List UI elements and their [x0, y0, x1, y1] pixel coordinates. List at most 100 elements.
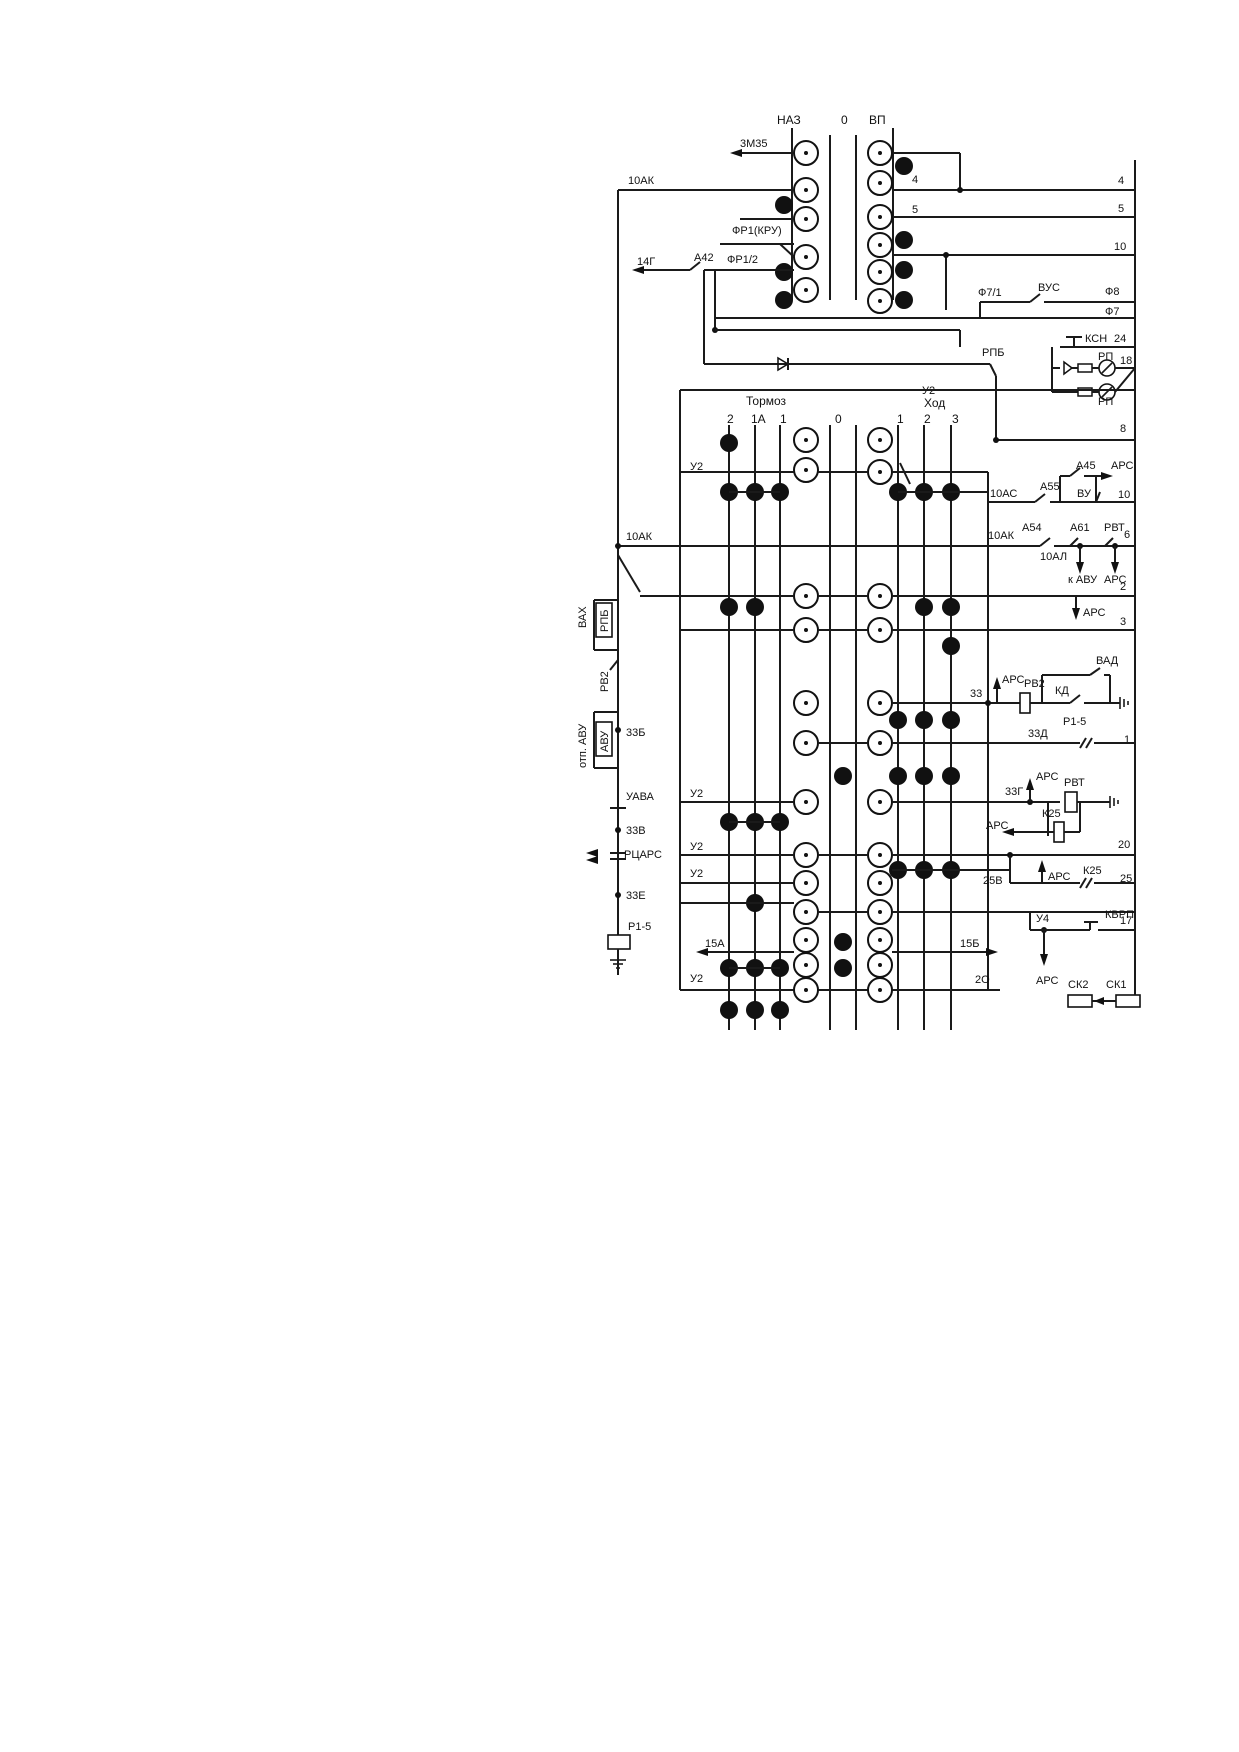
tormoz-position-1a: 1А [751, 412, 766, 426]
right-wire-3: 3 [1120, 616, 1126, 628]
label-k-avu: к АВУ [1068, 574, 1098, 586]
right-wire-10b: 10 [1118, 489, 1130, 501]
label-kvrp: КВРП [1105, 909, 1134, 921]
right-wire-2: 2 [1120, 581, 1126, 593]
upper-ring-contacts [793, 140, 893, 314]
khod-position-1: 1 [897, 412, 904, 426]
label-f8: Ф8 [1105, 286, 1119, 298]
label-33b: 33Б [626, 727, 645, 739]
label-rv2-left: РВ2 [599, 671, 611, 692]
label-sk2: СК2 [1068, 979, 1088, 991]
label-10ak-top: 10АК [628, 175, 655, 187]
right-wire-24: 24 [1114, 333, 1126, 345]
label-k25b: К25 [1083, 865, 1102, 877]
label-ars-u4: АРС [1036, 975, 1059, 987]
label-rpb-left: РПБ [599, 610, 611, 632]
label-a54: А54 [1022, 522, 1042, 534]
label-a55: А55 [1040, 481, 1060, 493]
label-15a: 15А [705, 938, 725, 950]
label-20: 2О [975, 974, 990, 986]
label-ars-a45: АРС [1111, 460, 1134, 472]
label-r1-5-mid: Р1-5 [1063, 716, 1086, 728]
label-14g: 14Г [637, 256, 655, 268]
label-33e: 33Е [626, 890, 646, 902]
inner-number-4: 4 [912, 174, 918, 186]
label-ars-6: АРС [1104, 574, 1127, 586]
header-zero-top: 0 [841, 113, 848, 127]
label-vu: ВУ [1077, 488, 1092, 500]
header-naz: НАЗ [777, 113, 801, 127]
right-bus: 4 5 10 24 18 8 10 6 2 3 1 20 25 17 [1114, 160, 1136, 985]
main-ring-contacts [793, 427, 893, 1003]
main-controller: Тормоз Ход У2 2 1А 1 0 1 2 3 [615, 385, 1135, 1030]
label-otp-avu: отп. АВУ [577, 723, 589, 768]
label-15b: 15Б [960, 938, 979, 950]
label-10al: 10АЛ [1040, 551, 1067, 563]
label-u4: У4 [1036, 913, 1049, 925]
label-u2-b: У2 [690, 841, 703, 853]
label-k25: К25 [1042, 808, 1061, 820]
label-ars-rvt: АРС [1036, 771, 1059, 783]
label-fr1-kru: ФР1(КРУ) [732, 225, 782, 237]
label-u2-a: У2 [690, 788, 703, 800]
header-tormoz: Тормоз [746, 394, 787, 408]
label-u2-c: У2 [690, 868, 703, 880]
label-rtsars: РЦАРС [624, 849, 662, 861]
label-kd: КД [1055, 685, 1069, 697]
upper-filled-contacts [775, 157, 913, 309]
khod-position-2: 2 [924, 412, 931, 426]
label-33v: 33В [626, 825, 646, 837]
label-vad: ВАД [1096, 655, 1119, 667]
label-vus: ВУС [1038, 282, 1060, 294]
label-a61: А61 [1070, 522, 1090, 534]
label-ars-33: АРС [1002, 674, 1025, 686]
label-fr1-2: ФР1/2 [727, 254, 758, 266]
label-u2-row2: У2 [690, 461, 703, 473]
header-vp: ВП [869, 113, 886, 127]
label-u2-d: У2 [690, 973, 703, 985]
label-rp-2: РП [1098, 396, 1113, 408]
label-vakh: ВАХ [577, 606, 589, 628]
label-25v: 25В [983, 875, 1003, 887]
right-wire-18: 18 [1120, 355, 1132, 367]
label-uava: УАВА [626, 791, 655, 803]
label-ksn: КСН [1085, 333, 1107, 345]
label-rvt-top: РВТ [1104, 522, 1125, 534]
label-rpb-top: РПБ [982, 347, 1004, 359]
right-wire-4: 4 [1118, 175, 1124, 187]
label-a42: А42 [694, 252, 714, 264]
label-33d: 33Д [1028, 728, 1048, 740]
right-wire-8: 8 [1120, 423, 1126, 435]
label-rvt: РВТ [1064, 777, 1085, 789]
label-10ak-mid: 10АК [626, 531, 653, 543]
label-f7: Ф7 [1105, 306, 1119, 318]
label-33g: 33Г [1005, 786, 1023, 798]
khod-position-3: 3 [952, 412, 959, 426]
label-10as: 10АС [990, 488, 1017, 500]
label-ars-25: АРС [1048, 871, 1071, 883]
header-khod: Ход [924, 396, 945, 410]
label-ars-2: АРС [1083, 607, 1106, 619]
right-wire-10a: 10 [1114, 241, 1126, 253]
label-33: 33 [970, 688, 982, 700]
label-sk1: СК1 [1106, 979, 1126, 991]
label-zm35: 3М35 [740, 138, 768, 150]
right-wire-1: 1 [1124, 734, 1130, 746]
right-wire-5: 5 [1118, 203, 1124, 215]
right-wire-6: 6 [1124, 529, 1130, 541]
right-wire-20: 20 [1118, 839, 1130, 851]
left-chain: ВАХ РПБ РВ2 отп. АВУ АВУ 33Б УАВА 33В РЦ… [577, 599, 662, 975]
tormoz-position-2: 2 [727, 412, 734, 426]
label-rv2: РВ2 [1024, 678, 1045, 690]
label-10ak-right: 10АК [988, 530, 1015, 542]
label-avu: АВУ [599, 730, 611, 752]
right-wire-17: 17 [1120, 915, 1132, 927]
label-a45: А45 [1076, 460, 1096, 472]
sk-block: СК2 СК1 [1067, 979, 1141, 1008]
main-filled-contacts [720, 434, 960, 1019]
header-zero-mid: 0 [835, 412, 842, 426]
label-f7-1: Ф7/1 [978, 287, 1002, 299]
label-ars-k25: АРС [986, 820, 1009, 832]
label-r1-5-left: Р1-5 [628, 921, 651, 933]
